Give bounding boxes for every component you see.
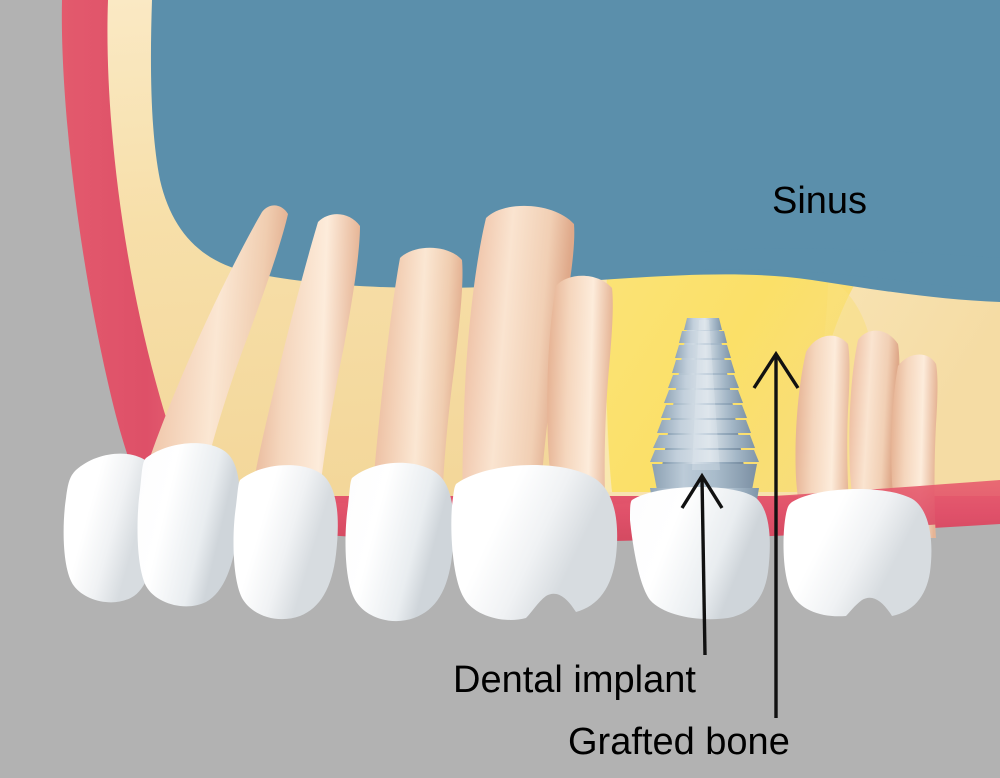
implant-thread (664, 390, 743, 403)
sinus-cavity-layer (150, 0, 1000, 302)
label-sinus: Sinus (772, 180, 867, 222)
leader-lines-layer (680, 350, 800, 718)
tooth-crown-6-implant (630, 486, 770, 620)
tooth-crown-4 (345, 462, 454, 622)
tooth-root-1 (136, 205, 288, 513)
tooth-crown-1 (63, 453, 159, 603)
tooth-root-2 (250, 214, 360, 516)
implant-thread (657, 420, 751, 433)
tooth-crowns-layer (63, 443, 932, 622)
label-grafted-bone: Grafted bone (568, 721, 790, 763)
implant-thread (668, 375, 739, 388)
tooth-crown-5 (451, 465, 618, 620)
implant-threads (650, 331, 759, 462)
tooth-root-4 (462, 205, 575, 520)
implant-thread (675, 345, 731, 358)
tooth-root-5 (547, 275, 613, 520)
implant-thread (661, 405, 747, 418)
sinus-lower-right-lobe (700, 248, 1000, 292)
implant-thread (653, 435, 755, 448)
implant-thread (679, 331, 727, 343)
tooth-crown-3 (233, 465, 338, 620)
tooth-root-6-mesial (795, 335, 852, 538)
leader-line-dental-implant (700, 477, 707, 656)
tooth-crown-2 (137, 443, 240, 607)
leader-grafted-bone (752, 350, 800, 718)
label-dental-implant: Dental implant (453, 659, 696, 701)
gum-left-band (61, 0, 232, 528)
implant-specular-highlight (692, 320, 720, 470)
tooth-crown-7 (783, 488, 932, 617)
tooth-roots-layer (136, 205, 938, 538)
sinus-cavity (150, 0, 1000, 302)
implant-thread (650, 450, 759, 462)
implant-thread (672, 360, 735, 373)
tooth-root-3 (372, 247, 463, 518)
arrow-head-dental-implant (680, 472, 724, 509)
implant-top-cap (684, 318, 722, 330)
arrow-head-grafted-bone (752, 350, 800, 389)
leader-dental-implant (680, 472, 724, 656)
tooth-root-6-middle (849, 330, 900, 538)
